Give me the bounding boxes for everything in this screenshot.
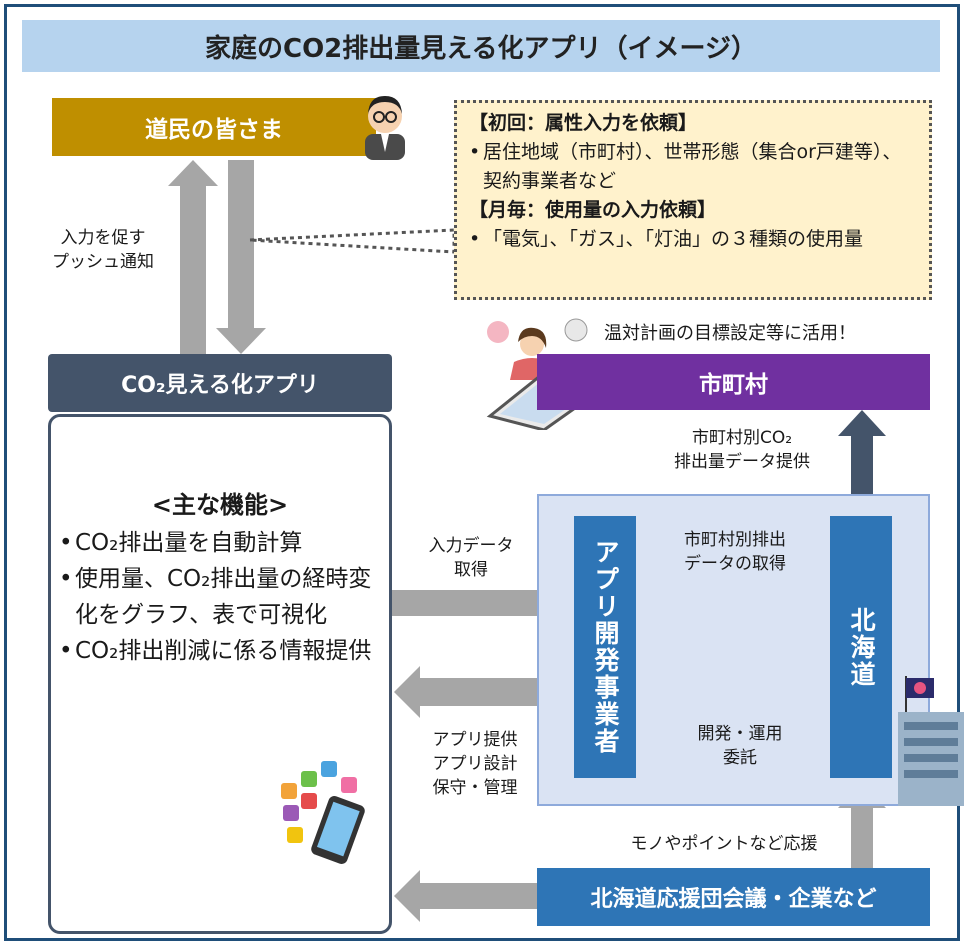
supporters-box: 北海道応援団会議・企業など bbox=[537, 868, 930, 926]
feature-item: CO₂排出量を自動計算 bbox=[59, 525, 389, 561]
feature-item: 使用量、CO₂排出量の経時変化をグラフ、表で可視化 bbox=[59, 561, 389, 633]
features-panel: <主な機能> CO₂排出量を自動計算 使用量、CO₂排出量の経時変化をグラフ、表… bbox=[48, 414, 392, 934]
municipality-box: 市町村 bbox=[537, 354, 930, 410]
co2-app-box: CO₂見える化アプリ bbox=[48, 354, 392, 412]
fetch-data-label: 市町村別排出データの取得 bbox=[684, 530, 786, 574]
arrow-muni-data bbox=[838, 410, 886, 516]
diagram-frame bbox=[4, 4, 960, 941]
app-developer-box: アプリ開発事業者 bbox=[574, 516, 636, 778]
diagram-title: 家庭のCO2排出量見える化アプリ（イメージ） bbox=[22, 20, 940, 72]
feature-item: CO₂排出削減に係る情報提供 bbox=[59, 633, 389, 669]
app-provide-label: アプリ提供アプリ設計保守・管理 bbox=[432, 730, 518, 798]
support-label: モノやポイントなど応援 bbox=[630, 834, 818, 854]
push-notification-label: 入力を促すプッシュ通知 bbox=[52, 228, 154, 272]
features-title: <主な機能> bbox=[151, 491, 289, 519]
callout-dotted-line bbox=[249, 228, 456, 254]
input-request-note: 【初回：属性入力を依頼】 居住地域（市町村）、世帯形態（集合or戸建等）、契約事… bbox=[454, 100, 932, 300]
arrow-support-app bbox=[394, 870, 537, 922]
arrow-app-provide bbox=[394, 666, 574, 718]
municipality-caption: 温対計画の目標設定等に活用！ bbox=[604, 323, 856, 344]
smartphone-apps-icon bbox=[281, 761, 365, 864]
hokkaido-box: 北海道 bbox=[830, 516, 892, 778]
commission-label: 開発・運用委託 bbox=[697, 724, 783, 768]
citizens-box: 道民の皆さま bbox=[52, 98, 376, 156]
input-data-label: 入力データ取得 bbox=[428, 536, 514, 580]
arrow-input-data bbox=[392, 578, 570, 628]
features-list: CO₂排出量を自動計算 使用量、CO₂排出量の経時変化をグラフ、表で可視化 CO… bbox=[59, 525, 389, 669]
government-building-icon bbox=[898, 676, 964, 806]
businessman-icon bbox=[365, 96, 405, 160]
arrow-down-input bbox=[216, 160, 266, 354]
arrow-up-push bbox=[168, 160, 218, 354]
